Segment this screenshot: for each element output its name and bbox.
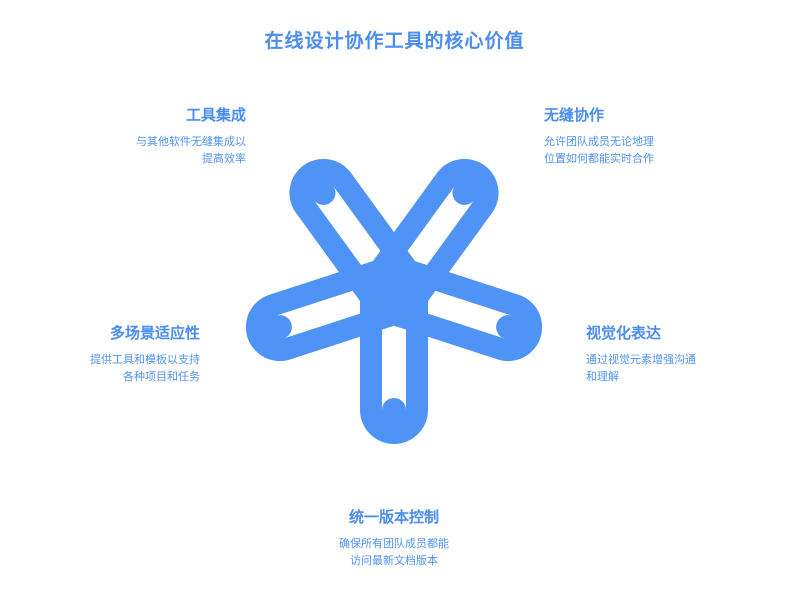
node-multi-scenario: 多场景适应性 提供工具和模板以支持 各种项目和任务 (0, 322, 200, 385)
node-version-control: 统一版本控制 确保所有团队成员都能 访问最新文档版本 (294, 506, 494, 569)
node-tool-integration: 工具集成 与其他软件无缝集成以 提高效率 (46, 104, 246, 167)
node-seamless-collaboration: 无缝协作 允许团队成员无论地理 位置如何都能实时合作 (544, 104, 744, 167)
node-description: 确保所有团队成员都能 访问最新文档版本 (339, 537, 449, 567)
diagram-title: 在线设计协作工具的核心价值 (264, 30, 525, 52)
node-title: 视觉化表达 (586, 324, 662, 342)
node-description: 与其他软件无缝集成以 提高效率 (136, 135, 246, 165)
node-title: 多场景适应性 (109, 324, 200, 342)
node-description: 通过视觉元素增强沟通 和理解 (586, 353, 696, 383)
node-visual-expression: 视觉化表达 通过视觉元素增强沟通 和理解 (586, 322, 786, 385)
node-title: 工具集成 (185, 106, 246, 124)
node-description: 提供工具和模板以支持 各种项目和任务 (90, 353, 200, 383)
node-title: 统一版本控制 (348, 508, 439, 526)
node-description: 允许团队成员无论地理 位置如何都能实时合作 (544, 135, 654, 165)
node-title: 无缝协作 (544, 106, 605, 124)
